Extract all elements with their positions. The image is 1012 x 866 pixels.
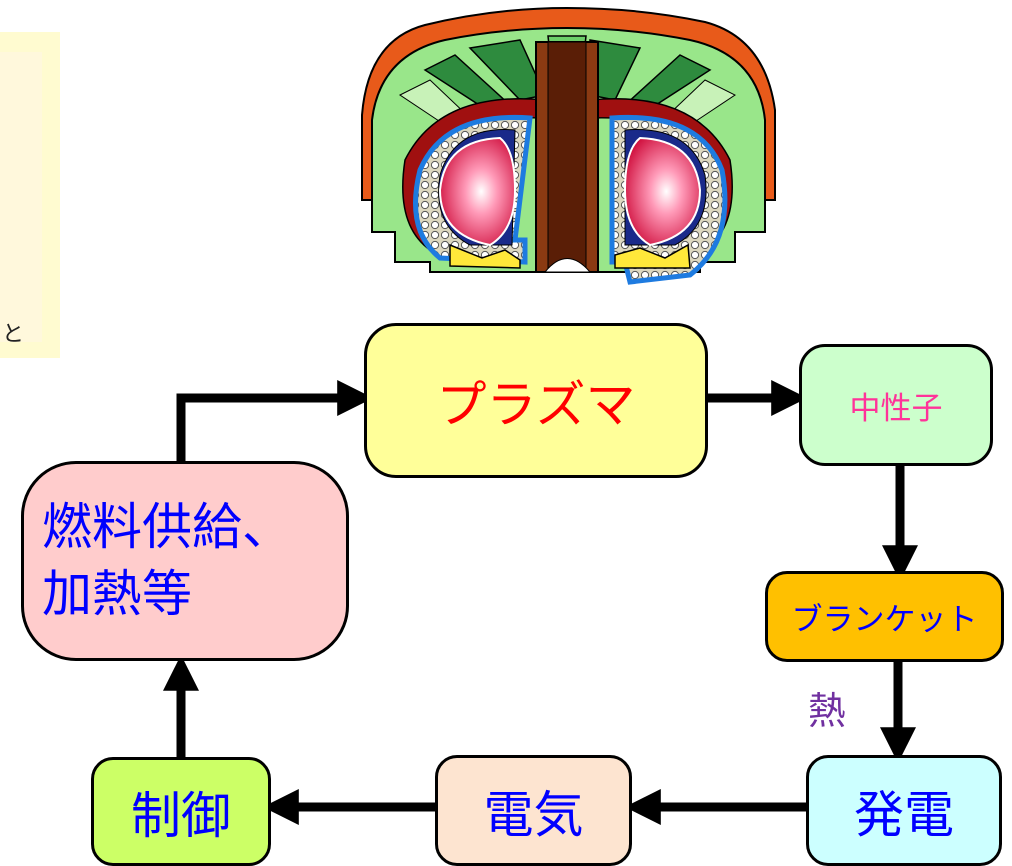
fuel-supply-box: 燃料供給、 加熱等 xyxy=(21,461,349,661)
electricity-box: 電気 xyxy=(435,755,632,866)
blanket-label: ブランケット xyxy=(791,602,978,638)
side-note-panel: と xyxy=(0,32,60,358)
power-generation-box: 発電 xyxy=(806,755,1002,866)
reactor-left-plasma xyxy=(438,136,517,247)
power-generation-label: 発電 xyxy=(854,785,954,844)
heat-label: 熱 xyxy=(808,689,847,733)
reactor-right-plasma xyxy=(623,136,702,247)
arrow-fuel-to-plasma xyxy=(176,380,374,462)
blanket-box: ブランケット xyxy=(765,571,1004,662)
electricity-label: 電気 xyxy=(483,785,584,844)
fuel-supply-label-line2: 加熱等 xyxy=(42,565,192,623)
neutron-label: 中性子 xyxy=(849,390,943,427)
reactor-right-divertor xyxy=(614,243,691,269)
side-note-inner xyxy=(0,52,42,342)
control-box: 制御 xyxy=(91,757,271,866)
fuel-supply-label-line1: 燃料供給、 xyxy=(42,497,292,556)
plasma-box: プラズマ xyxy=(364,323,708,478)
neutron-box: 中性子 xyxy=(799,344,993,466)
reactor-left-divertor xyxy=(449,243,521,269)
side-note-glyph: と xyxy=(2,322,25,347)
plasma-label: プラズマ xyxy=(436,375,636,434)
control-label: 制御 xyxy=(131,786,231,845)
